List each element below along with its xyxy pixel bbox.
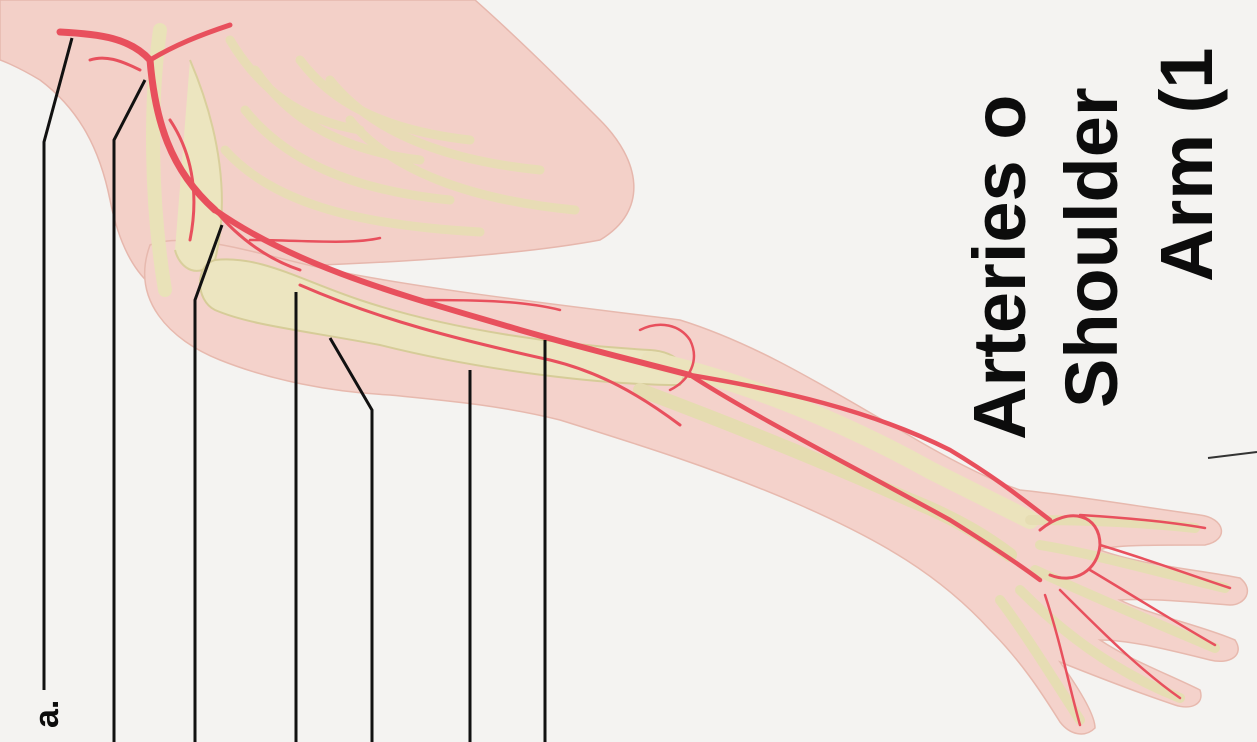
leader-line-1 [44, 38, 72, 690]
leader-line-5 [330, 338, 372, 742]
title-line-1: Arteries o [963, 95, 1037, 440]
title-line-2: Shoulder [1055, 87, 1129, 408]
title-line-3: Arm (1 [1150, 48, 1224, 282]
partial-label: a. [30, 700, 64, 728]
shoulder-thorax-silhouette [0, 0, 634, 305]
stray-rule [1208, 452, 1257, 458]
